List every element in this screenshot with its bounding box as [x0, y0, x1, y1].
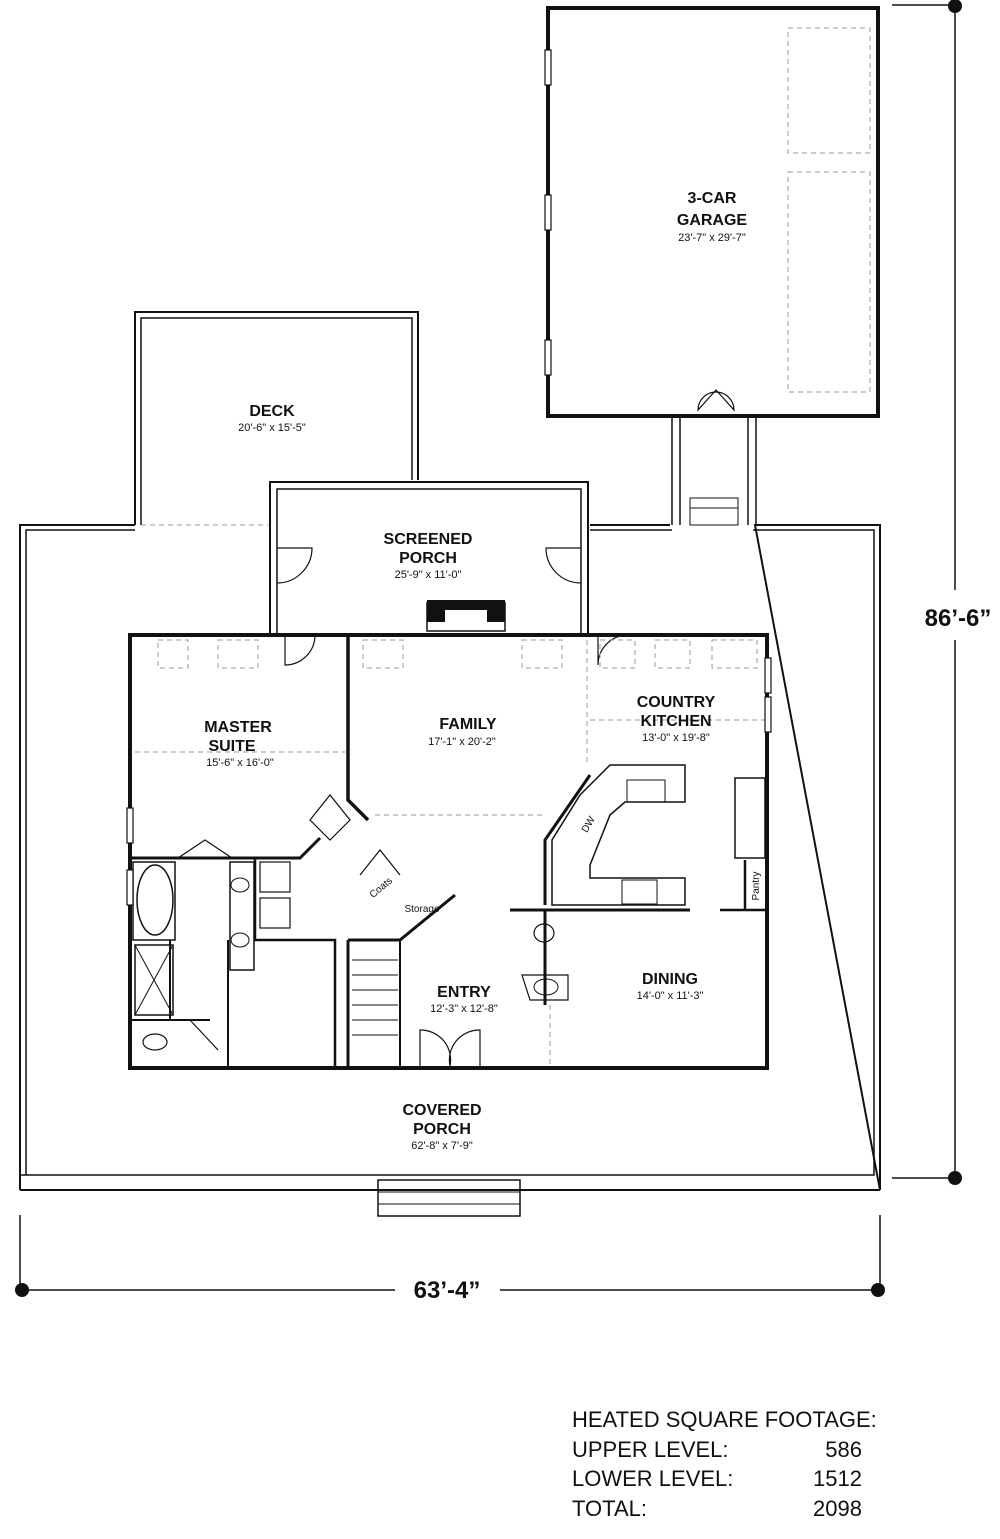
garage-size: 23'-7" x 29'-7": [678, 232, 746, 244]
deck-size: 20'-6" x 15'-5": [238, 422, 306, 434]
family-label: FAMILY: [439, 716, 497, 733]
garage-label-2: GARAGE: [677, 212, 748, 229]
entry-label: ENTRY: [437, 984, 491, 1001]
garage-label-1: 3-CAR: [688, 190, 737, 207]
master-suite-label-1: MASTER: [204, 719, 272, 736]
depth-dimension: 86’-6”: [925, 605, 992, 632]
country-kitchen-size: 13'-0" x 19'-8": [642, 732, 710, 744]
family-size: 17'-1" x 20'-2": [428, 736, 496, 748]
footage-value: 1512: [813, 1466, 862, 1491]
covered-porch-label-2: PORCH: [413, 1121, 471, 1138]
dimension-endpoint: [15, 1283, 29, 1297]
coats-label: Coats: [368, 875, 395, 900]
dishwasher-label: DW: [580, 814, 598, 834]
dimension-endpoint: [948, 0, 962, 13]
screened-porch-label-2: PORCH: [399, 550, 457, 567]
square-footage-table: HEATED SQUARE FOOTAGE: UPPER LEVEL: 586 …: [572, 1405, 877, 1523]
footage-value: 586: [825, 1436, 862, 1462]
footage-value: 2098: [813, 1495, 862, 1521]
covered-porch-size: 62'-8" x 7'-9": [411, 1140, 473, 1152]
screened-porch-size: 25'-9" x 11'-0": [395, 569, 462, 581]
dimension-endpoint: [948, 1171, 962, 1185]
screened-porch-label-1: SCREENED: [384, 531, 473, 548]
covered-porch-label-1: COVERED: [402, 1102, 481, 1119]
footage-label: TOTAL:: [572, 1495, 647, 1521]
width-dimension: 63’-4”: [414, 1277, 481, 1304]
footage-label: UPPER LEVEL:: [572, 1436, 729, 1462]
footage-row-total: TOTAL: 2098: [572, 1494, 877, 1524]
deck-label: DECK: [249, 403, 295, 420]
footage-row-lower: LOWER LEVEL: 1512: [572, 1464, 877, 1494]
country-kitchen-label-1: COUNTRY: [637, 694, 716, 711]
square-footage-heading: HEATED SQUARE FOOTAGE:: [572, 1407, 877, 1432]
master-suite-size: 15'-6" x 16'-0": [206, 757, 274, 769]
master-suite-label-2: SUITE: [208, 738, 255, 755]
footage-row-upper: UPPER LEVEL: 586: [572, 1435, 877, 1465]
pantry-label: Pantry: [751, 872, 762, 901]
storage-label: Storage: [404, 904, 439, 915]
country-kitchen-label-2: KITCHEN: [640, 713, 711, 730]
dimension-endpoint: [871, 1283, 885, 1297]
footage-label: LOWER LEVEL:: [572, 1466, 734, 1491]
dining-size: 14'-0" x 11'-3": [637, 990, 704, 1002]
entry-size: 12'-3" x 12'-8": [430, 1003, 498, 1015]
dining-label: DINING: [642, 971, 698, 988]
